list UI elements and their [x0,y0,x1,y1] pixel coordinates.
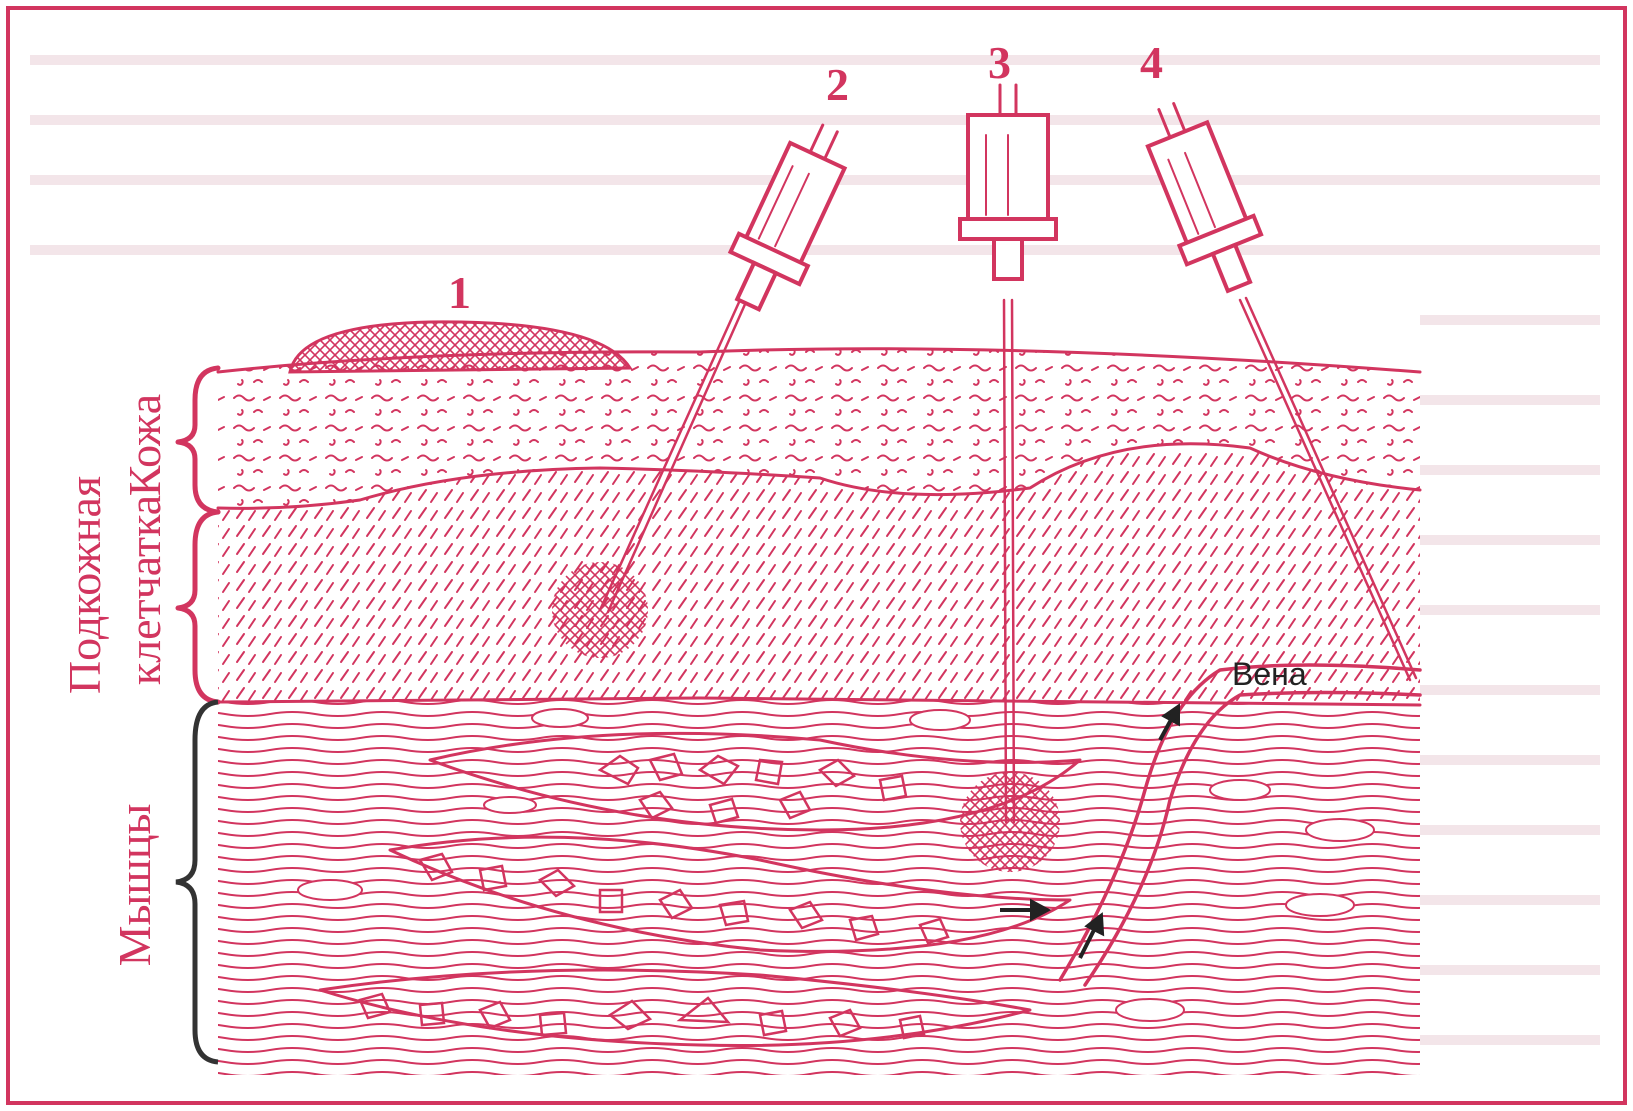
muscles-side-label: Мышцы [109,804,160,967]
label-2: 2 [826,59,849,110]
subcutaneous-side-label-line1: Подкожная [59,476,110,694]
vein-label: Вена [1232,656,1307,692]
injection-3-blob [960,772,1060,872]
muscle-layer [218,690,1420,1080]
label-4: 4 [1140,37,1163,88]
label-1: 1 [448,267,471,318]
skin-side-label: Кожа [119,394,170,496]
subcutaneous-side-label-line2: клетчатка [119,495,170,685]
label-3: 3 [988,37,1011,88]
